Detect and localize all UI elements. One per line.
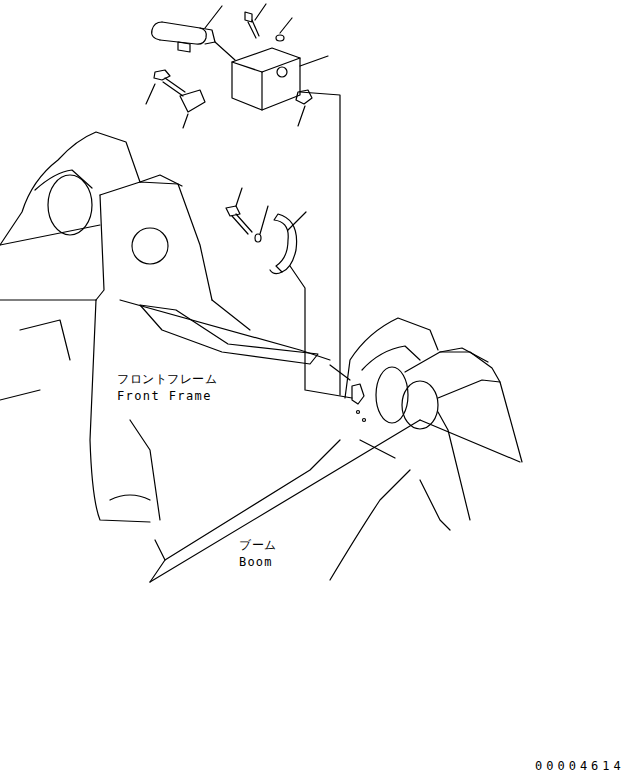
part-name: Front Frame (116, 389, 213, 403)
part-name: ブーム (238, 538, 278, 552)
part-name: Boom (238, 555, 274, 569)
drawing-number: 00004614 (534, 759, 626, 773)
part-name: フロントフレーム (116, 372, 218, 386)
